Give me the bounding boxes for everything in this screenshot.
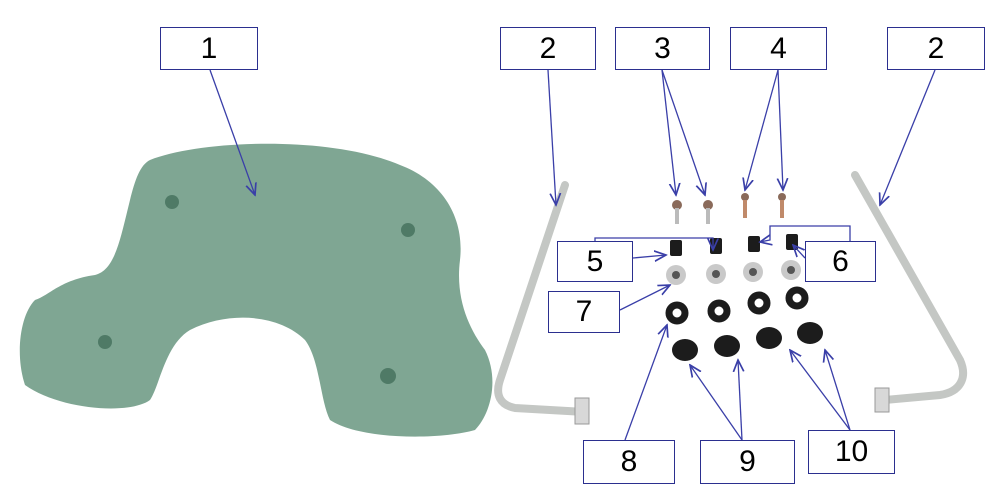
label-7: 7 (548, 291, 620, 333)
label-4: 4 (730, 27, 827, 70)
rings (665, 286, 809, 325)
leader-arrows (209, 69, 936, 441)
label-5: 5 (557, 241, 633, 282)
clips (670, 234, 798, 256)
label-6: 6 (805, 241, 876, 282)
right-support-rod (851, 171, 968, 404)
left-support-rod (494, 181, 589, 416)
washers (666, 260, 801, 285)
plate-holes (98, 195, 415, 384)
label-2-left: 2 (500, 27, 596, 70)
label-10: 10 (808, 430, 895, 474)
base-plate (19, 143, 493, 437)
label-3: 3 (615, 27, 710, 70)
label-9: 9 (700, 440, 795, 484)
label-2-right: 2 (887, 27, 985, 70)
label-8: 8 (583, 440, 675, 484)
screws (672, 193, 786, 224)
caps (672, 322, 823, 361)
label-1: 1 (160, 27, 258, 70)
